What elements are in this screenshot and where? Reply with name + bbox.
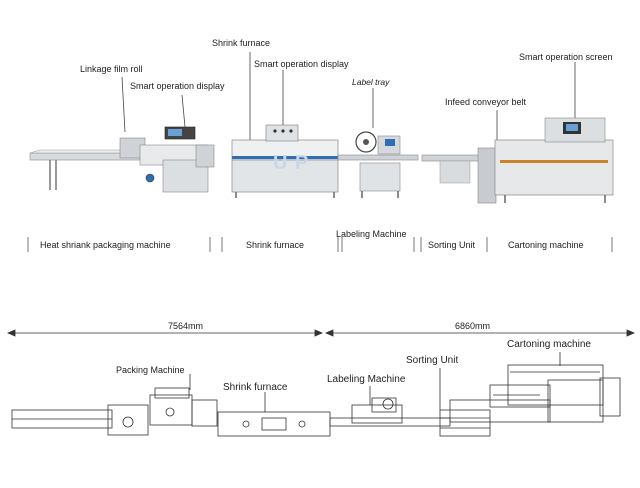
dimension-right: 6860mm	[455, 321, 491, 331]
cartoning-machine-illustration	[421, 117, 614, 204]
plan-label-sorting: Sorting Unit	[406, 355, 459, 366]
plan-label-cartoning: Cartoning machine	[507, 339, 591, 350]
dimension-left: 7564mm	[168, 321, 204, 331]
callout-leaders	[121, 52, 576, 145]
plan-label-labeling: Labeling Machine	[327, 374, 406, 385]
plan-label-packing: Packing Machine	[116, 365, 185, 375]
callout-linkage-film-roll: Linkage film roll	[80, 64, 143, 74]
plan-label-shrink: Shrink furnace	[223, 382, 288, 393]
shrink-furnace-illustration	[231, 124, 339, 198]
callout-smart-display-1: Smart operation display	[130, 81, 225, 91]
section-label-sorting: Sorting Unit	[428, 240, 476, 250]
section-label-labeling: Labeling Machine	[336, 229, 407, 239]
callout-infeed-belt: Infeed conveyor belt	[445, 97, 527, 107]
callout-label-tray: Label tray	[352, 77, 390, 87]
callout-smart-screen: Smart operation screen	[519, 52, 613, 62]
section-label-cartoning: Cartoning machine	[508, 240, 584, 250]
section-label-heat-shrink: Heat shriank packaging machine	[40, 240, 171, 250]
dimension-lines	[6, 329, 636, 337]
section-brackets	[27, 237, 613, 252]
plan-view	[11, 352, 621, 437]
section-label-shrink-furnace: Shrink furnace	[246, 240, 305, 250]
watermark: U P	[273, 152, 310, 174]
heat-shrink-machine-illustration	[29, 126, 215, 193]
labeling-machine-illustration	[337, 131, 419, 198]
callout-smart-display-2: Smart operation display	[254, 59, 349, 69]
callout-shrink-furnace: Shrink furnace	[212, 38, 271, 48]
